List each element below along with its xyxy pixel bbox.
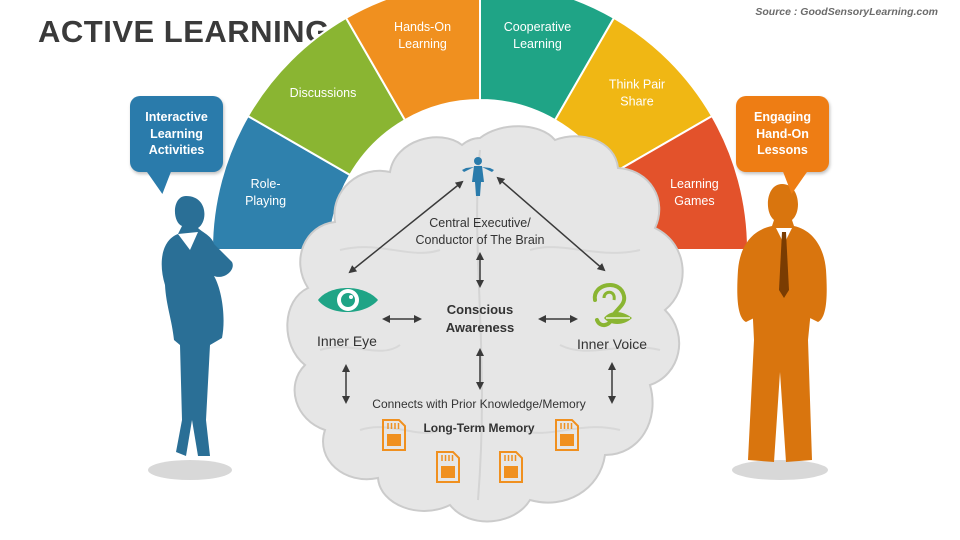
arc-label-3-line1: Cooperative <box>504 20 571 34</box>
arc-label-5-line2: Games <box>674 194 714 208</box>
arc-label-4-line2: Share <box>620 95 653 109</box>
man-silhouette <box>737 184 827 462</box>
arc-segments: Role-PlayingDiscussionsHands-OnLearningC… <box>210 0 750 251</box>
memory-card-icon <box>436 451 460 483</box>
conscious-awareness-line2: Awareness <box>446 320 514 335</box>
arc-label-5-line1: Learning <box>670 177 719 191</box>
memory-card-icon <box>499 451 523 483</box>
source-credit: Source : GoodSensoryLearning.com <box>755 6 938 18</box>
memory-cards <box>382 419 579 483</box>
memory-card-icon <box>382 419 406 451</box>
woman-silhouette <box>161 196 233 456</box>
arc-label-0-line2: Playing <box>245 194 286 208</box>
inner-voice-label: Inner Voice <box>577 336 647 352</box>
page-title: ACTIVE LEARNING <box>38 14 330 49</box>
arc-label-0-line1: Role- <box>251 177 281 191</box>
ear-lips-icon <box>592 283 632 327</box>
conscious-awareness-line1: Conscious <box>447 302 513 317</box>
long-term-memory-label: Long-Term Memory <box>423 421 534 435</box>
prior-knowledge-label: Connects with Prior Knowledge/Memory <box>372 397 585 411</box>
inner-eye-label: Inner Eye <box>317 333 377 349</box>
hands-on-lessons-bubble: Engaging Hand-On Lessons <box>736 96 829 172</box>
eye-icon <box>318 288 378 312</box>
arc-label-3-line2: Learning <box>513 37 562 51</box>
arc-label-1-line1: Discussions <box>290 86 357 100</box>
memory-card-icon <box>555 419 579 451</box>
arc-label-2-line1: Hands-On <box>394 20 451 34</box>
woman-shadow <box>148 460 232 480</box>
conductor-icon <box>462 157 494 196</box>
arc-label-2-line2: Learning <box>398 37 447 51</box>
brain-arrows <box>342 176 616 404</box>
arc-label-4-line1: Think Pair <box>609 78 665 92</box>
man-shadow <box>732 460 828 480</box>
arc-segment-2 <box>344 0 481 122</box>
interactive-activities-bubble: Interactive Learning Activities <box>130 96 223 172</box>
central-executive-label-line2: Conductor of The Brain <box>415 233 544 247</box>
central-executive-label-line1: Central Executive/ <box>429 216 531 230</box>
